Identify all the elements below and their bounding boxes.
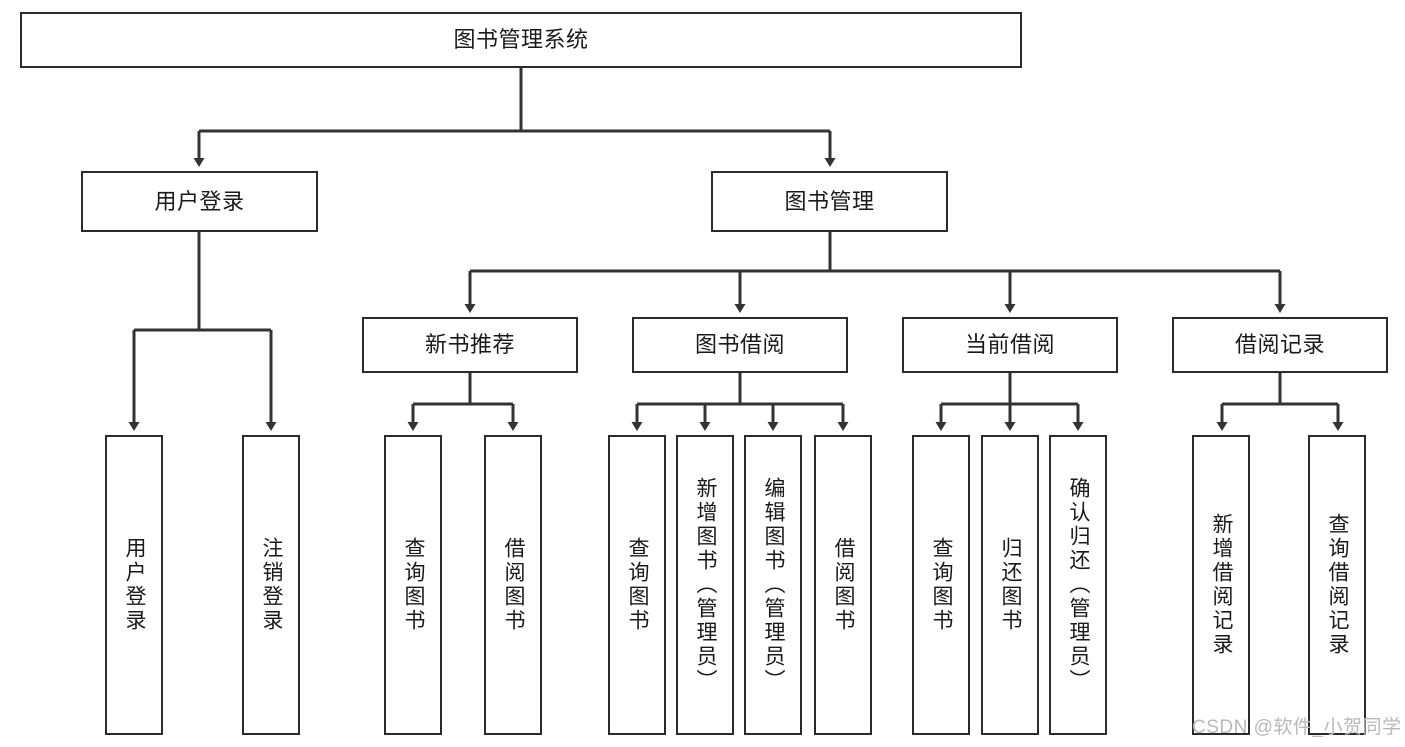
node-label: 新增借阅记录 [1210,513,1234,657]
node-label: 编辑图书（管理员） [762,477,786,693]
node-new-book-recommend[interactable]: 新书推荐 [362,317,578,373]
leaf-add-book-admin[interactable]: 新增图书（管理员） [676,435,734,735]
node-book-management[interactable]: 图书管理 [711,171,948,232]
node-label: 用户登录 [154,188,245,214]
node-label: 新书推荐 [424,332,515,358]
node-label: 确认归还（管理员） [1067,477,1091,693]
leaf-query-book-current[interactable]: 查询图书 [912,435,970,735]
node-label: 当前借阅 [964,332,1055,358]
node-label: 图书管理系统 [453,27,589,53]
leaf-confirm-return-admin[interactable]: 确认归还（管理员） [1049,435,1107,735]
leaf-query-book-borrow[interactable]: 查询图书 [608,435,666,735]
node-label: 图书管理 [784,188,875,214]
node-label: 借阅记录 [1234,332,1325,358]
leaf-return-book[interactable]: 归还图书 [981,435,1039,735]
leaf-query-book-newbook[interactable]: 查询图书 [384,435,442,735]
leaf-logout[interactable]: 注销登录 [242,435,300,735]
node-user-login[interactable]: 用户登录 [81,171,318,232]
node-root-system[interactable]: 图书管理系统 [20,12,1022,68]
node-label: 查询图书 [402,537,426,633]
node-label: 图书借阅 [694,332,785,358]
node-book-borrow[interactable]: 图书借阅 [632,317,848,373]
node-label: 借阅图书 [832,537,856,633]
leaf-query-borrow-record[interactable]: 查询借阅记录 [1308,435,1366,735]
node-borrow-records[interactable]: 借阅记录 [1172,317,1388,373]
watermark-text: CSDN @软件_小贺同学 [1192,717,1402,738]
leaf-borrow-book[interactable]: 借阅图书 [814,435,872,735]
node-label: 查询图书 [930,537,954,633]
leaf-user-login[interactable]: 用户登录 [105,435,163,735]
node-label: 注销登录 [260,537,284,633]
node-label: 借阅图书 [502,537,526,633]
leaf-borrow-book-newbook[interactable]: 借阅图书 [484,435,542,735]
leaf-add-borrow-record[interactable]: 新增借阅记录 [1192,435,1250,735]
node-label: 用户登录 [123,537,147,633]
node-label: 新增图书（管理员） [694,477,718,693]
node-label: 查询图书 [626,537,650,633]
leaf-edit-book-admin[interactable]: 编辑图书（管理员） [744,435,802,735]
node-label: 归还图书 [999,537,1023,633]
node-label: 查询借阅记录 [1326,513,1350,657]
node-current-borrow[interactable]: 当前借阅 [902,317,1118,373]
